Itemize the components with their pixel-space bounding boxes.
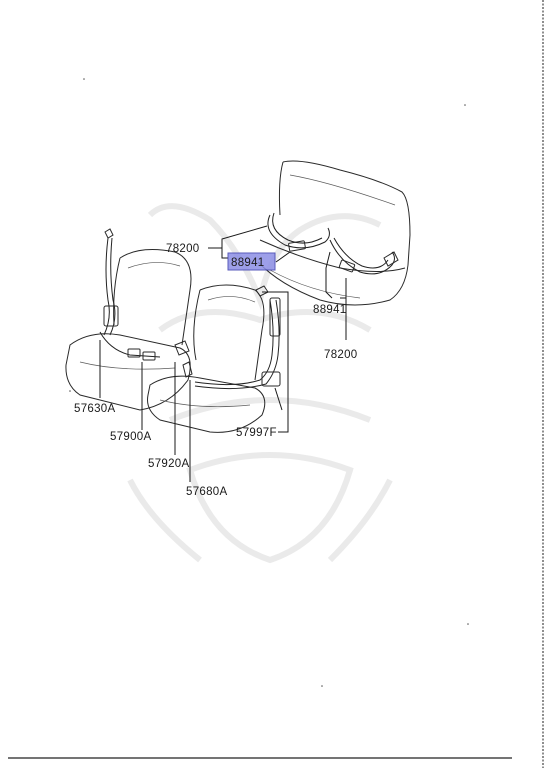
part-label-57630A[interactable]: 57630A: [74, 403, 115, 415]
speck: [464, 104, 466, 106]
part-label-78200-lower[interactable]: 78200: [324, 349, 357, 361]
part-labels: 78200 88941 88941 78200 57630A 57900A 57…: [74, 243, 357, 498]
part-label-78200-upper[interactable]: 78200: [166, 243, 199, 255]
speck: [69, 390, 71, 392]
part-label-88941-highlighted[interactable]: 88941: [231, 257, 264, 269]
highlight-box-88941: [227, 252, 276, 271]
front-left-seat-illustration: [65, 228, 192, 411]
part-label-88941-lower[interactable]: 88941: [313, 304, 346, 316]
speck: [321, 685, 323, 687]
part-label-57997F[interactable]: 57997F: [236, 427, 277, 439]
part-label-57680A[interactable]: 57680A: [186, 486, 227, 498]
rear-seat-illustration: [257, 160, 411, 306]
front-right-seat-illustration: [147, 284, 281, 433]
part-label-57920A[interactable]: 57920A: [148, 458, 189, 470]
leader-lines: [99, 225, 347, 482]
speck: [83, 78, 85, 80]
part-label-57900A[interactable]: 57900A: [110, 431, 151, 443]
speck: [467, 623, 469, 625]
